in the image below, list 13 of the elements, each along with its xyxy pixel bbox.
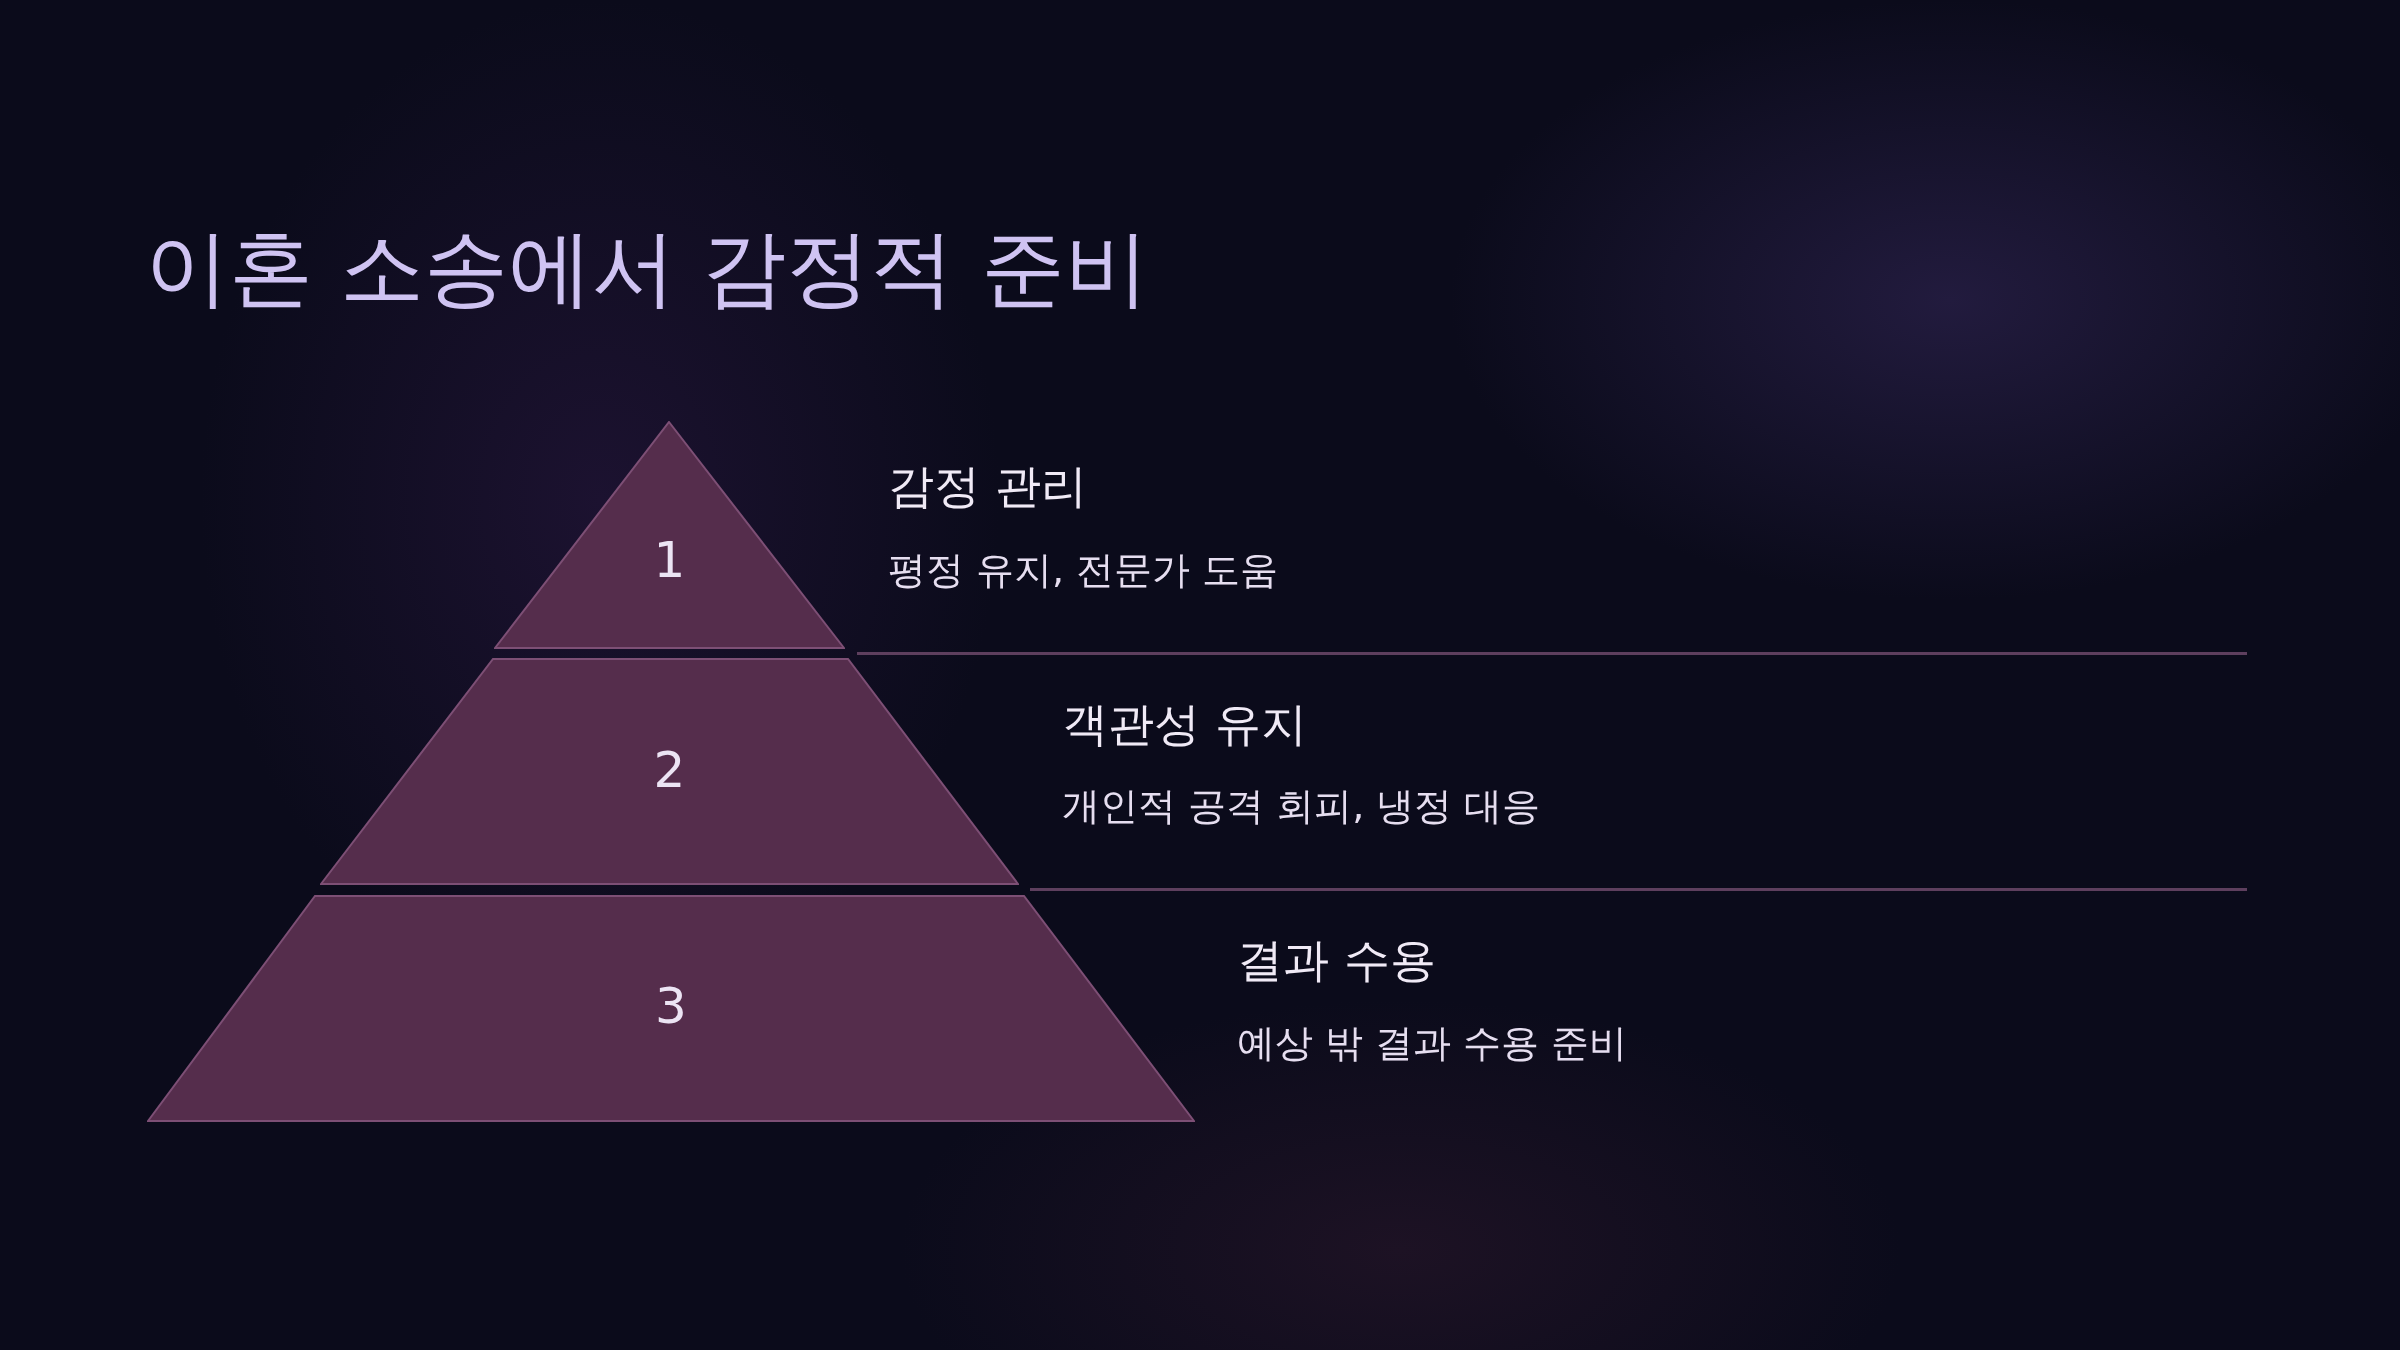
tier-heading: 결과 수용	[1237, 933, 1436, 989]
tier-heading: 객관성 유지	[1062, 697, 1307, 753]
title: 이혼 소송에서 감정적 준비	[145, 222, 1150, 315]
tier-number: 1	[652, 535, 687, 585]
tier-description: 예상 밖 결과 수용 준비	[1237, 1021, 1628, 1067]
pyramid-tier	[320, 658, 1019, 885]
tier-description: 개인적 공격 회피, 냉정 대응	[1062, 784, 1541, 830]
tier-description: 평정 유지, 전문가 도움	[888, 548, 1279, 594]
tier-number: 2	[652, 745, 687, 795]
pyramid-tier	[147, 895, 1195, 1122]
tier-number: 3	[654, 981, 688, 1031]
tier-heading: 감정 관리	[888, 459, 1087, 515]
pyramid-tier	[494, 421, 845, 649]
